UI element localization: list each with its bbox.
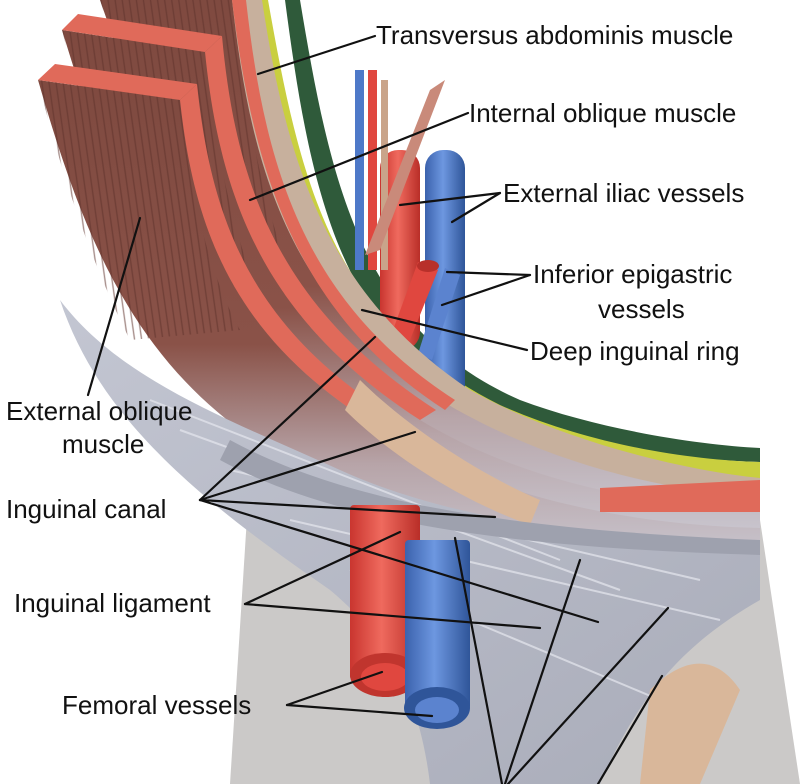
gonadal-vessel-blue — [355, 70, 364, 270]
leader-canal-2 — [198, 430, 417, 502]
leader-epigastric-a — [445, 270, 532, 277]
middle-slab-edge — [205, 36, 436, 420]
femoral-vein-lumen — [415, 697, 459, 723]
leader-external-iliac-a — [398, 191, 502, 207]
label-deep-ring: Deep inguinal ring — [530, 336, 740, 366]
leader-deep-ring — [360, 308, 529, 352]
label-external-oblique-1: External oblique — [6, 396, 192, 426]
leader-bottom-4 — [596, 674, 664, 784]
leader-femoral-1 — [285, 670, 384, 707]
leader-epigastric-b — [440, 273, 532, 307]
femoral-artery — [350, 505, 420, 680]
leader-transversus — [256, 34, 377, 76]
leader-external-iliac-b — [450, 191, 502, 224]
upper-cord-strand — [365, 80, 445, 255]
inferior-epigastric-vein — [418, 268, 460, 360]
leader-femoral-2 — [285, 703, 434, 718]
leader-bottom-3 — [506, 606, 670, 784]
spermatic-cord-exit — [640, 663, 740, 784]
cremaster-stub — [600, 480, 760, 512]
external-oblique-edge — [180, 84, 416, 440]
leader-external-oblique — [86, 216, 142, 397]
leader-bottom-2 — [503, 558, 582, 784]
middle-slab-top — [62, 14, 222, 52]
leader-canal-4 — [198, 498, 600, 624]
label-external-iliac: External iliac vessels — [503, 178, 744, 208]
label-external-oblique-2: muscle — [62, 429, 144, 459]
ductus-strand — [381, 80, 388, 270]
inguinal-ligament-band — [220, 440, 760, 555]
inferior-epigastric-artery-cut — [417, 260, 439, 272]
leader-ligament-2 — [243, 602, 542, 630]
label-internal-oblique: Internal oblique muscle — [469, 98, 736, 128]
leader-ligament-1 — [243, 530, 402, 606]
gonadal-vessel-red — [368, 70, 377, 270]
femoral-vein — [405, 540, 470, 710]
leader-canal-1 — [198, 335, 377, 502]
label-femoral: Femoral vessels — [62, 690, 251, 720]
leader-canal-3 — [198, 498, 497, 519]
inferior-epigastric-artery — [390, 262, 438, 345]
leader-bottom-1 — [453, 536, 504, 784]
leader-lines — [86, 34, 670, 784]
label-transversus: Transversus abdominis muscle — [376, 20, 733, 50]
external-oblique-fibers — [38, 80, 240, 340]
leader-internal-oblique — [248, 111, 470, 202]
external-oblique-top — [38, 64, 197, 100]
label-inguinal-canal: Inguinal canal — [6, 494, 166, 524]
label-inguinal-ligament: Inguinal ligament — [14, 588, 211, 618]
label-inferior-epigastric-1: Inferior epigastric — [533, 259, 732, 289]
spermatic-cord — [345, 380, 540, 525]
femoral-artery-lumen — [361, 663, 409, 691]
label-inferior-epigastric-2: vessels — [598, 294, 685, 324]
